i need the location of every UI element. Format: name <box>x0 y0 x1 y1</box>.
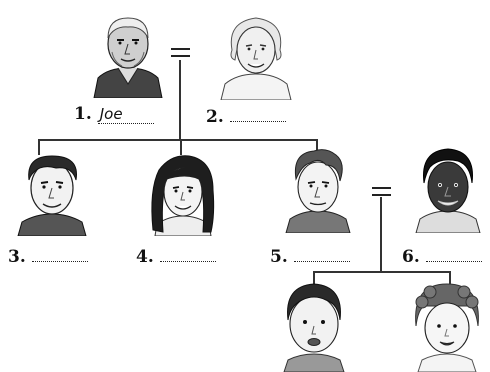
young-woman-portrait <box>143 150 223 236</box>
woman-portrait <box>410 143 486 233</box>
label-number: 2. <box>206 107 224 127</box>
siblings-line <box>38 139 318 141</box>
man-portrait <box>280 143 356 233</box>
label-number: 5. <box>270 247 288 267</box>
child-descent-line <box>380 197 382 272</box>
older-woman-portrait <box>217 10 295 100</box>
answer-field-2[interactable] <box>230 104 286 122</box>
label-number: 1. <box>74 104 92 124</box>
parent-descent-line <box>179 60 181 140</box>
marriage-symbol-1 <box>171 44 191 63</box>
answer-field-1[interactable]: Joe <box>98 106 154 124</box>
label-1: 1. Joe <box>74 104 154 124</box>
boy-portrait <box>276 280 352 372</box>
answer-field-3[interactable] <box>32 244 88 262</box>
label-3: 3. <box>8 244 88 267</box>
label-2: 2. <box>206 104 286 127</box>
children-line <box>313 271 451 273</box>
girl-portrait <box>408 280 486 372</box>
answer-field-6[interactable] <box>426 244 482 262</box>
label-6: 6. <box>402 244 482 267</box>
label-number: 6. <box>402 247 420 267</box>
marriage-symbol-2 <box>372 183 392 202</box>
answer-field-4[interactable] <box>160 244 216 262</box>
label-5: 5. <box>270 244 350 267</box>
label-4: 4. <box>136 244 216 267</box>
label-number: 4. <box>136 247 154 267</box>
young-man-portrait <box>12 150 92 236</box>
older-man-portrait <box>92 8 164 98</box>
label-number: 3. <box>8 247 26 267</box>
answer-field-5[interactable] <box>294 244 350 262</box>
